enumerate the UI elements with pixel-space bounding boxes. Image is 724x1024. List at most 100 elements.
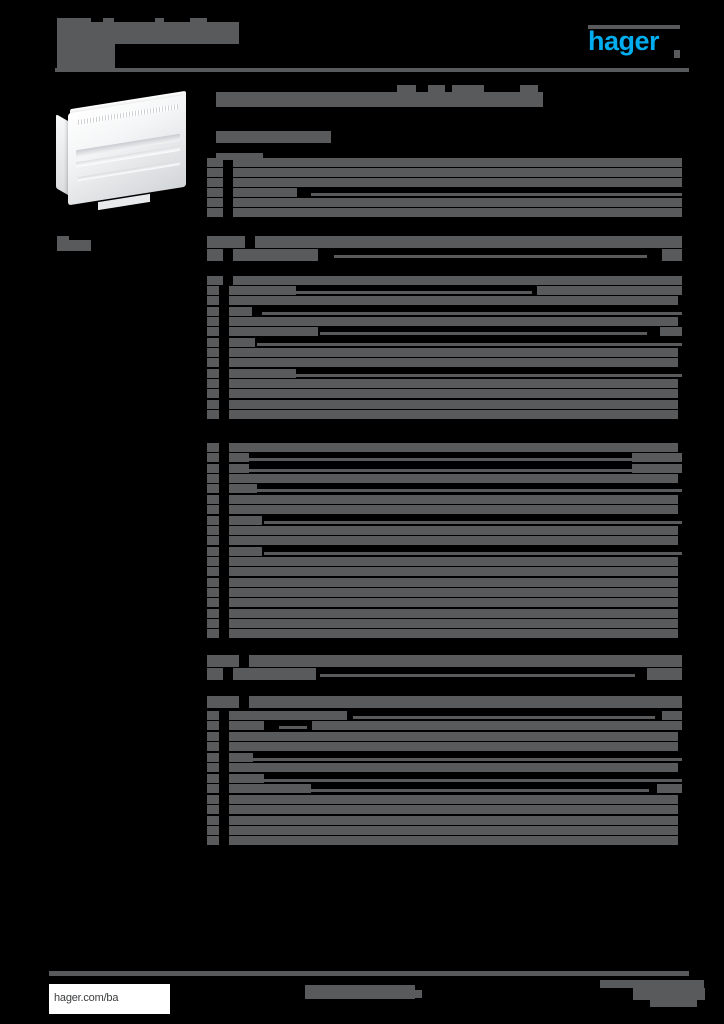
toc-entry[interactable] bbox=[207, 547, 682, 556]
toc-entry[interactable] bbox=[207, 348, 682, 357]
toc-entry[interactable] bbox=[207, 711, 682, 720]
toc-entry[interactable] bbox=[207, 774, 682, 783]
toc-entry-label bbox=[229, 732, 678, 741]
toc-entry-leader bbox=[296, 291, 532, 294]
toc-entry[interactable] bbox=[207, 400, 682, 409]
toc-entry[interactable] bbox=[207, 317, 682, 326]
toc-entry[interactable] bbox=[207, 168, 682, 177]
footer-url-chip[interactable]: hager.com/ba bbox=[49, 984, 170, 1014]
toc-entry-number bbox=[207, 410, 219, 419]
toc-entry-label bbox=[229, 816, 678, 825]
toc-entry[interactable] bbox=[207, 516, 682, 525]
toc-entry[interactable] bbox=[207, 619, 682, 628]
toc-entry-leader bbox=[249, 469, 632, 472]
toc-entry[interactable] bbox=[207, 464, 682, 473]
toc-entry-label bbox=[229, 526, 678, 535]
toc-entry[interactable] bbox=[207, 369, 682, 378]
toc-entry[interactable] bbox=[207, 276, 682, 285]
toc-entry[interactable] bbox=[207, 753, 682, 762]
toc-entry[interactable] bbox=[207, 598, 682, 607]
toc-entry[interactable] bbox=[207, 286, 682, 295]
toc-entry-label bbox=[229, 484, 257, 493]
page-subtitle-secondary bbox=[216, 153, 263, 160]
toc-entry[interactable] bbox=[207, 389, 682, 398]
toc-entry[interactable] bbox=[207, 484, 682, 493]
header-title-line-1-ascender-b bbox=[103, 18, 114, 24]
toc-entry-number bbox=[207, 526, 219, 535]
toc-entry[interactable] bbox=[207, 629, 682, 638]
toc-entry-leader bbox=[311, 789, 649, 792]
toc-entry-page bbox=[312, 721, 682, 730]
toc-entry[interactable] bbox=[207, 178, 682, 187]
toc-entry[interactable] bbox=[207, 578, 682, 587]
toc-entry-label bbox=[229, 389, 678, 398]
toc-entry-label bbox=[229, 721, 264, 730]
toc-entry[interactable] bbox=[207, 655, 682, 667]
header-title-line-2 bbox=[57, 44, 115, 70]
toc-entry[interactable] bbox=[207, 474, 682, 483]
toc-entry[interactable] bbox=[207, 826, 682, 835]
toc-entry[interactable] bbox=[207, 742, 682, 751]
toc-entry[interactable] bbox=[207, 526, 682, 535]
toc-entry[interactable] bbox=[207, 358, 682, 367]
toc-entry[interactable] bbox=[207, 668, 682, 680]
toc-entry-leader bbox=[320, 332, 647, 335]
toc-entry[interactable] bbox=[207, 836, 682, 845]
toc-entry-number bbox=[207, 168, 223, 177]
toc-entry[interactable] bbox=[207, 721, 682, 730]
toc-entry[interactable] bbox=[207, 379, 682, 388]
toc-entry[interactable] bbox=[207, 567, 682, 576]
toc-entry[interactable] bbox=[207, 338, 682, 347]
toc-entry-label bbox=[229, 795, 678, 804]
toc-entry-label bbox=[229, 629, 678, 638]
toc-entry-number bbox=[207, 557, 219, 566]
product-caption-ascender bbox=[57, 236, 69, 241]
toc-entry[interactable] bbox=[207, 732, 682, 741]
toc-entry-label bbox=[233, 249, 318, 261]
toc-entry-number bbox=[207, 400, 219, 409]
toc-entry[interactable] bbox=[207, 443, 682, 452]
toc-entry-number bbox=[207, 826, 219, 835]
toc-entry[interactable] bbox=[207, 453, 682, 462]
toc-entry[interactable] bbox=[207, 495, 682, 504]
toc-entry[interactable] bbox=[207, 198, 682, 207]
toc-entry-number bbox=[207, 249, 223, 261]
toc-entry[interactable] bbox=[207, 536, 682, 545]
toc-entry-label bbox=[229, 464, 249, 473]
toc-entry-number bbox=[207, 588, 219, 597]
toc-entry[interactable] bbox=[207, 816, 682, 825]
toc-entry[interactable] bbox=[207, 505, 682, 514]
toc-entry-number bbox=[207, 296, 219, 305]
toc-entry[interactable] bbox=[207, 296, 682, 305]
toc-entry-label bbox=[229, 400, 678, 409]
footer-page-number-underline bbox=[650, 1000, 697, 1007]
toc-entry[interactable] bbox=[207, 784, 682, 793]
toc-entry[interactable] bbox=[207, 307, 682, 316]
toc-entry[interactable] bbox=[207, 249, 682, 261]
toc-entry-label bbox=[229, 763, 678, 772]
footer-url-label[interactable]: hager.com/ba bbox=[54, 992, 119, 1004]
toc-entry[interactable] bbox=[207, 805, 682, 814]
toc-entry[interactable] bbox=[207, 557, 682, 566]
toc-entry[interactable] bbox=[207, 208, 682, 217]
hager-logo[interactable]: hager bbox=[588, 26, 660, 56]
toc-entry[interactable] bbox=[207, 410, 682, 419]
toc-entry-number bbox=[207, 389, 219, 398]
toc-entry-label bbox=[229, 609, 678, 618]
toc-entry[interactable] bbox=[207, 696, 682, 708]
toc-entry[interactable] bbox=[207, 158, 682, 167]
toc-entry-number bbox=[207, 317, 219, 326]
toc-entry[interactable] bbox=[207, 609, 682, 618]
toc-entry-label bbox=[233, 668, 316, 680]
toc-entry[interactable] bbox=[207, 188, 682, 197]
header-divider bbox=[55, 68, 689, 72]
toc-entry[interactable] bbox=[207, 763, 682, 772]
toc-entry-page bbox=[657, 784, 682, 793]
toc-entry-label bbox=[249, 696, 682, 708]
toc-entry-leader bbox=[279, 726, 307, 729]
toc-entry[interactable] bbox=[207, 795, 682, 804]
toc-entry[interactable] bbox=[207, 327, 682, 336]
toc-entry-label bbox=[229, 588, 678, 597]
toc-entry[interactable] bbox=[207, 236, 682, 248]
toc-entry[interactable] bbox=[207, 588, 682, 597]
